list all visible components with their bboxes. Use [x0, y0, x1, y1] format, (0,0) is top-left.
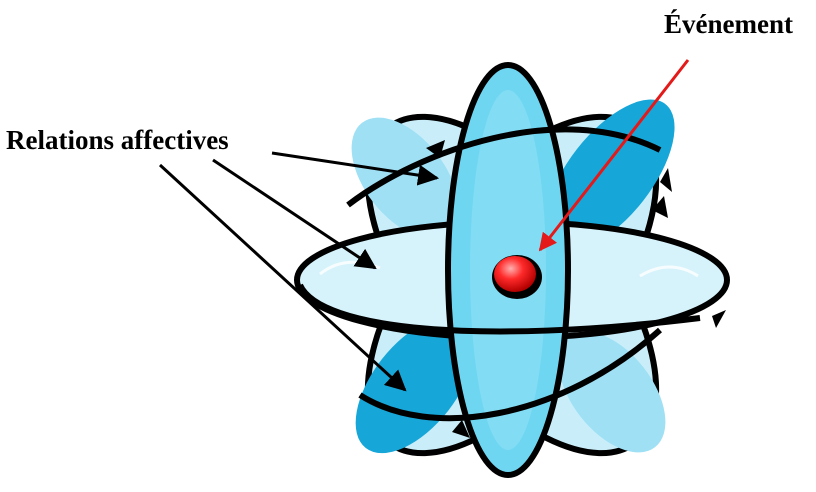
event-label: Événement [664, 11, 793, 38]
pointer-arrow-middle [213, 160, 375, 268]
relations-label: Relations affectives [6, 127, 229, 154]
nucleus-icon [492, 255, 542, 299]
